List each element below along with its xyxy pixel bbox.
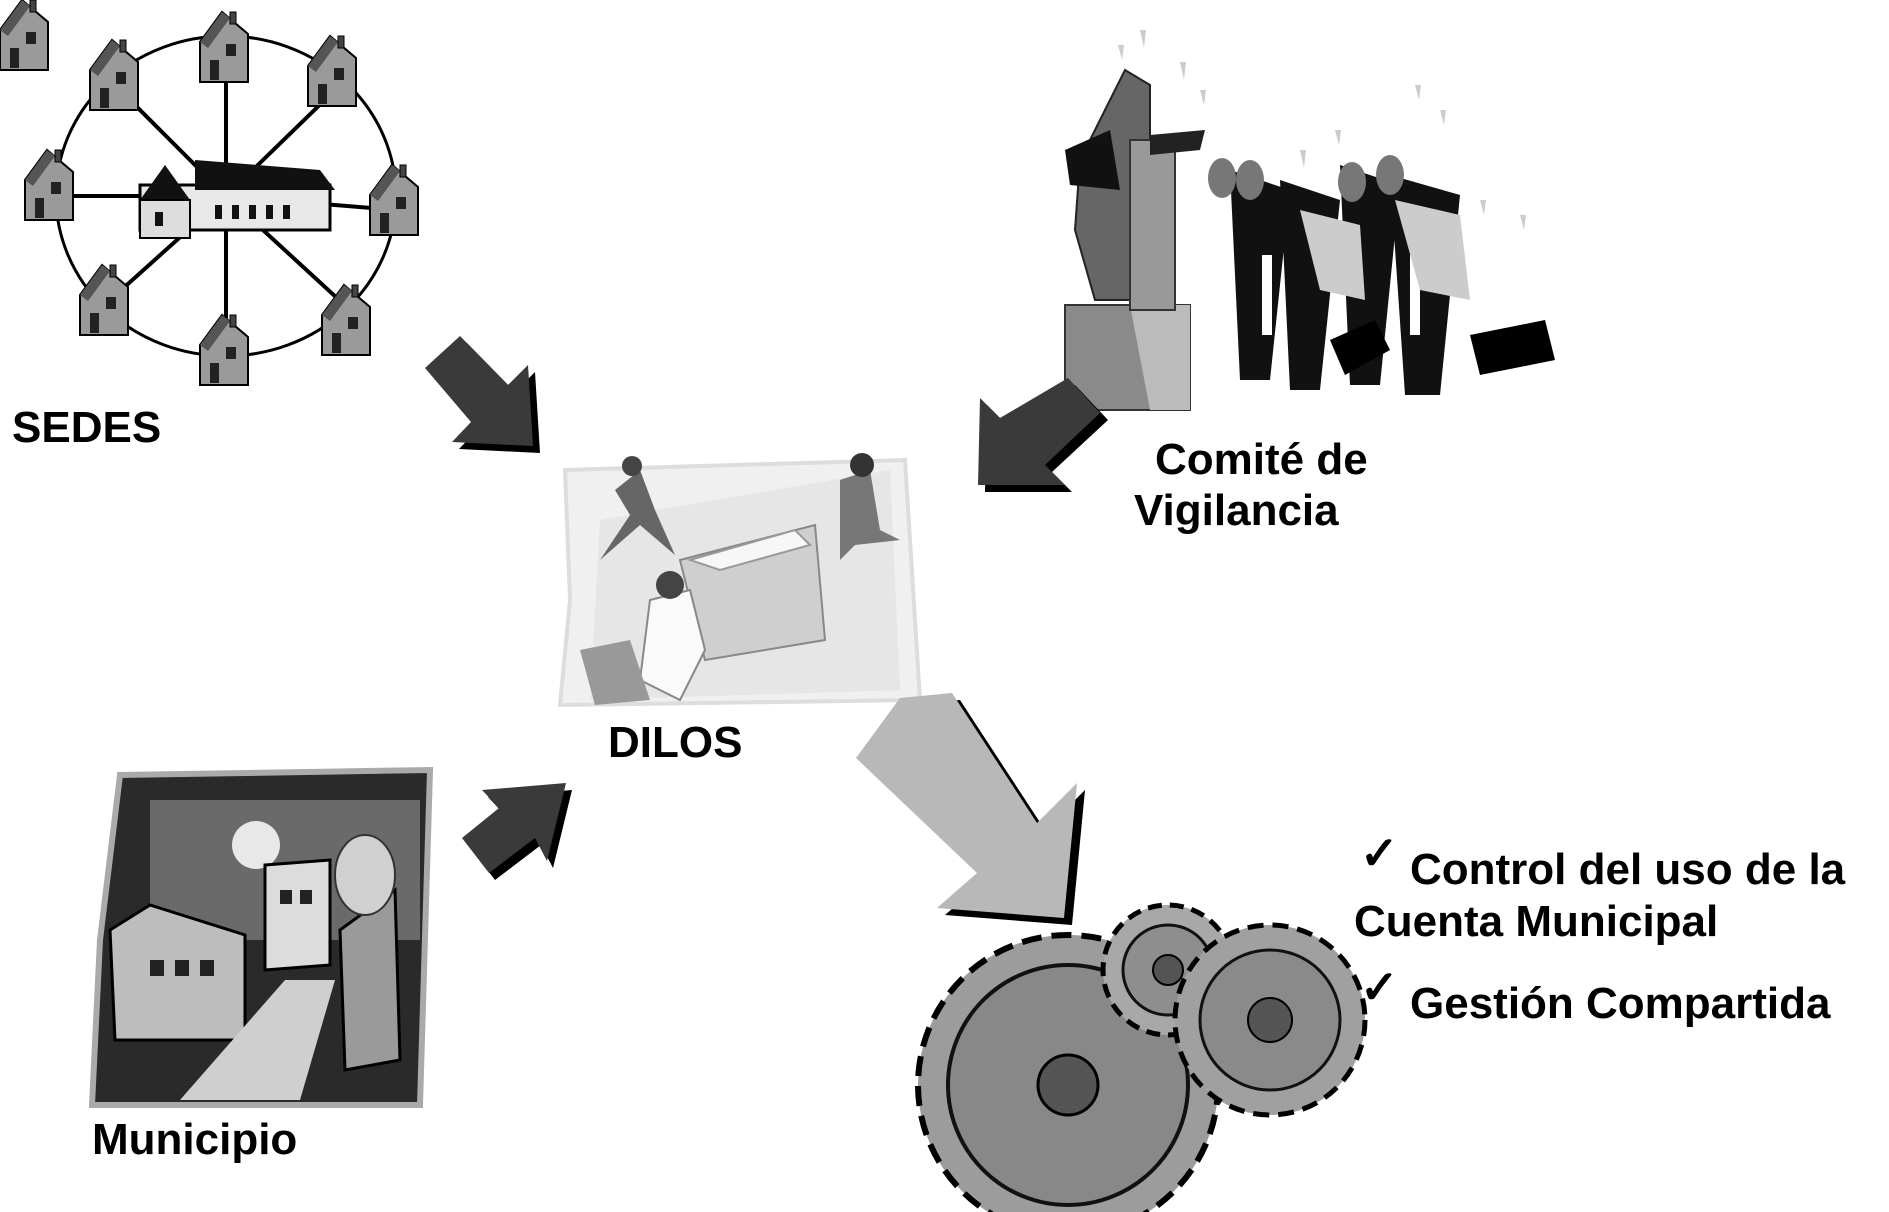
sedes-network-illustration [0,0,419,386]
committee-illustration [1064,30,1555,411]
municipio-label: Municipio [92,1115,298,1164]
arrow-sedes-to-dilos [425,336,540,453]
outcome-1-line2: Cuenta Municipal [1354,897,1719,946]
gears-illustration [915,902,1368,1212]
outcome-2-line1: Gestión Compartida [1410,979,1831,1028]
outcome-1-line1: Control del uso de la [1410,845,1846,894]
sedes-label: SEDES [12,403,162,452]
municipio-illustration [88,766,434,1108]
comite-label-line1: Comité de [1155,435,1368,484]
outcome-1-checkmark: ✓ [1360,827,1399,879]
dilos-illustration [557,453,923,708]
arrow-dilos-to-outcomes [856,693,1085,925]
arrow-comite-to-dilos [978,378,1108,492]
arrow-municipio-to-dilos [462,783,572,880]
comite-label-line2: Vigilancia [1134,486,1339,535]
outcome-2-checkmark: ✓ [1360,961,1399,1013]
dilos-label: DILOS [608,718,743,767]
